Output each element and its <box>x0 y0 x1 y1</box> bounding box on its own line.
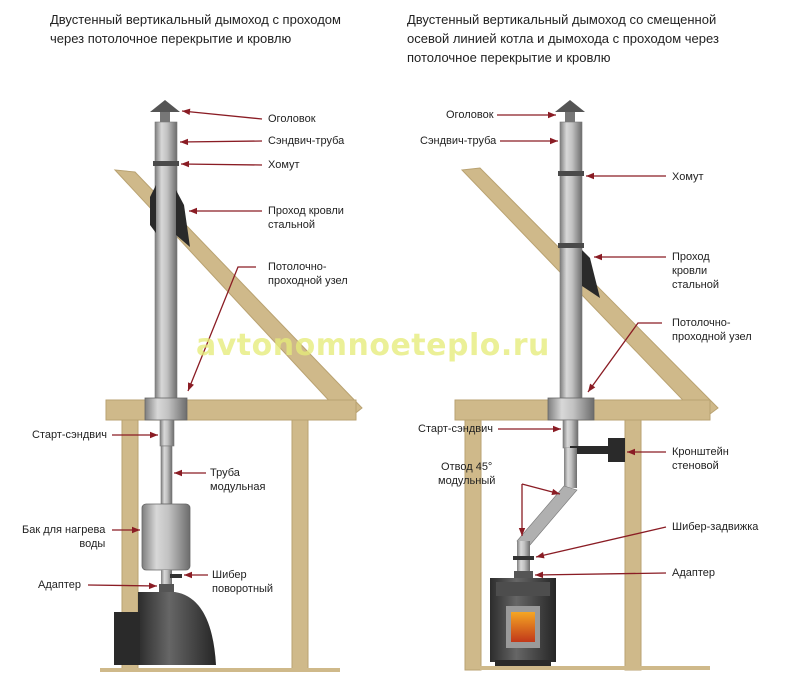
left-clamp <box>153 161 179 166</box>
left-arrow-water-tank <box>112 526 140 534</box>
left-label-modular-pipe: Труба модульная <box>210 467 266 493</box>
right-arrow-start-sandwich <box>498 425 561 433</box>
left-ceiling-beam <box>105 399 357 421</box>
right-title: Двустенный вертикальный дымоход со смеще… <box>407 12 719 65</box>
left-arrow-adapter <box>87 582 158 590</box>
left-label-water-tank: Бак для нагрева воды <box>22 524 106 550</box>
right-label-ceiling-unit: Потолочно- проходной узел <box>672 317 752 343</box>
right-ceiling-unit <box>547 397 595 421</box>
left-arrow-sandwich <box>179 138 263 146</box>
right-chimney <box>490 100 625 666</box>
left-ceiling-unit <box>144 397 188 421</box>
left-label-clamp: Хомут <box>268 159 300 171</box>
right-stove-top <box>496 582 550 596</box>
right-label-clamp: Хомут <box>672 171 704 183</box>
left-roof-pass <box>150 185 156 233</box>
right-arrow-roof-pass <box>594 253 666 261</box>
left-arrow-rotary-damper <box>184 571 208 579</box>
left-chimney <box>114 100 216 665</box>
left-label-rotary-damper: Шибер поворотный <box>212 569 274 595</box>
right-arrow-elbow-2 <box>521 483 561 496</box>
right-arrow-sandwich <box>500 137 558 145</box>
right-pipe-vertical <box>564 448 577 488</box>
left-label-cap: Оголовок <box>268 113 316 125</box>
right-arrow-gate-damper <box>535 526 667 559</box>
right-arrow-clamp <box>586 172 666 180</box>
left-arrow-start-sandwich <box>112 431 158 439</box>
right-label-roof-pass: Проход кровли стальной <box>672 251 720 291</box>
left-stove-firebox <box>114 612 140 665</box>
right-arrow-cap <box>497 111 556 119</box>
right-stove-fire <box>511 612 535 642</box>
right-wall-bracket-plate <box>608 438 625 462</box>
right-arrow-adapter <box>534 571 667 579</box>
left-label-start-sandwich: Старт-сэндвич <box>32 429 108 441</box>
right-adapter <box>514 571 533 578</box>
right-elbow-pipe <box>516 485 578 546</box>
right-wall-right <box>624 419 642 671</box>
left-cap <box>150 100 180 112</box>
left-floor <box>100 668 340 672</box>
left-arrow-ceiling-unit <box>187 266 256 392</box>
right-label-cap: Оголовок <box>446 109 494 121</box>
left-water-tank <box>141 503 191 571</box>
right-floor <box>480 666 710 670</box>
left-label-sandwich: Сэндвич-труба <box>268 135 345 147</box>
left-label-roof-pass: Проход кровли стальной <box>268 205 344 231</box>
left-arrow-cap <box>181 108 263 120</box>
right-roof-slope <box>460 167 719 421</box>
watermark: avtonomnoeteplo.ru <box>196 328 550 363</box>
left-modular-pipe <box>160 445 173 505</box>
right-label-sandwich: Сэндвич-труба <box>420 135 497 147</box>
right-label-gate-damper: Шибер-задвижка <box>672 521 759 533</box>
left-roof-pass-right <box>176 190 190 247</box>
right-arrow-wall-bracket <box>627 448 666 456</box>
left-arrow-clamp <box>180 160 263 168</box>
left-damper <box>170 574 182 578</box>
right-label-elbow: Отвод 45° модульный <box>438 461 496 487</box>
left-cap-neck <box>160 112 170 122</box>
right-label-wall-bracket: Кронштейн стеновой <box>672 446 729 472</box>
right-wall-left <box>464 419 482 671</box>
right-clamp <box>558 171 584 176</box>
left-label-adapter: Адаптер <box>38 579 81 591</box>
right-roof-pass <box>582 250 600 298</box>
right-structure <box>454 167 719 671</box>
right-start-sandwich <box>562 419 579 449</box>
left-label-ceiling-unit: Потолочно- проходной узел <box>268 261 348 287</box>
left-adapter <box>159 584 174 592</box>
right-arrow-ceiling-unit <box>587 322 662 393</box>
right-cap-neck <box>565 112 575 122</box>
right-gate-damper <box>513 556 534 560</box>
right-label-start-sandwich: Старт-сэндвич <box>418 423 494 435</box>
right-arrow-elbow-1 <box>518 484 526 536</box>
right-stove-base <box>495 660 551 666</box>
left-wall-right <box>291 419 309 671</box>
left-start-sandwich <box>159 419 175 447</box>
right-label-adapter: Адаптер <box>672 567 715 579</box>
left-pipe-lower <box>161 570 172 584</box>
left-stove-body <box>138 592 216 665</box>
left-title: Двустенный вертикальный дымоход с проход… <box>50 12 341 46</box>
right-clamp-2 <box>558 243 584 248</box>
right-sandwich-pipe <box>559 121 583 401</box>
left-arrow-modular-pipe <box>174 469 206 477</box>
right-wall-bracket <box>570 446 625 454</box>
callout-arrows <box>87 108 667 590</box>
right-cap <box>555 100 585 112</box>
left-arrow-roof-pass <box>189 207 262 215</box>
